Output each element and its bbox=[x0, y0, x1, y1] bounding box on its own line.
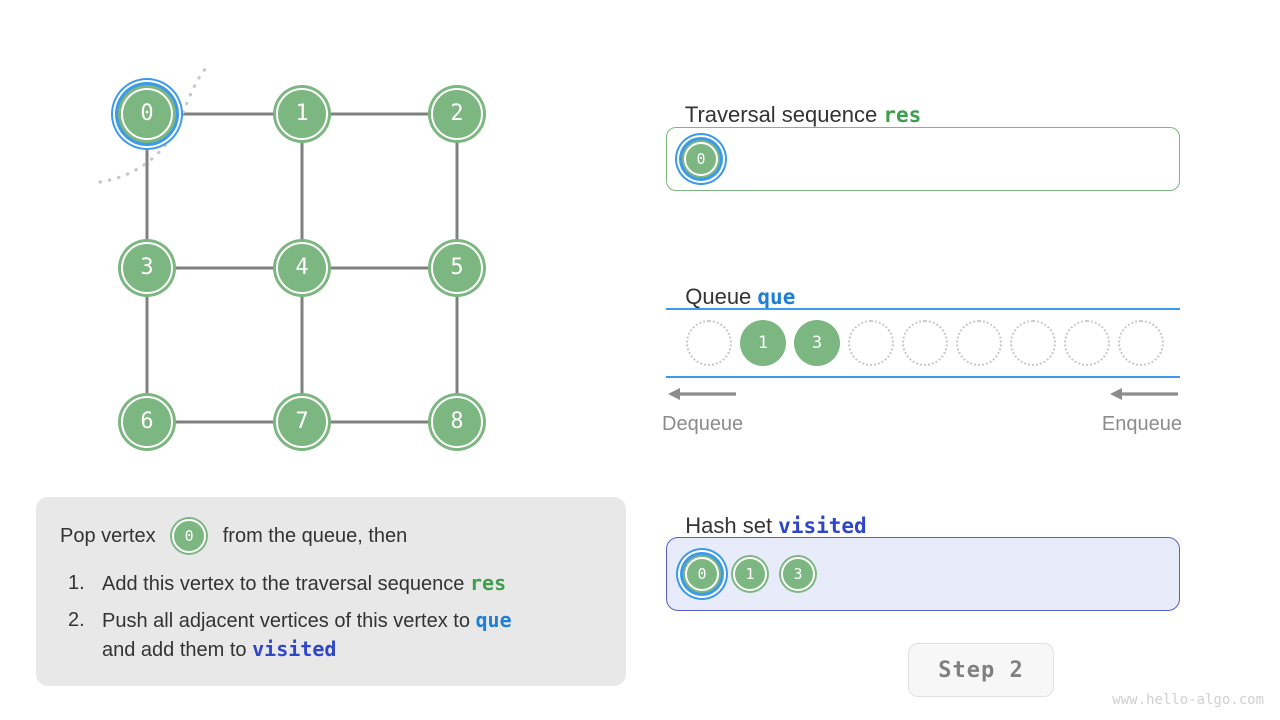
vertex-node-label: 3 bbox=[793, 564, 803, 583]
traversal-sequence-box: 0 bbox=[666, 127, 1180, 191]
queue-slot-empty-5 bbox=[956, 319, 1002, 366]
description-lead-prefix: Pop vertex bbox=[60, 524, 162, 547]
description-inline-node-label: 0 bbox=[184, 526, 194, 545]
vertex-node-4: 4 bbox=[273, 239, 331, 297]
description-inline-node: 0 bbox=[170, 517, 209, 555]
queue-rail-bottom bbox=[666, 375, 1180, 378]
vertex-node-0: 0 bbox=[118, 85, 176, 143]
watermark: www.hello-algo.com bbox=[1112, 692, 1264, 708]
vertex-node-8: 8 bbox=[428, 393, 486, 451]
dequeue-label: Dequeue bbox=[662, 413, 744, 435]
vertex-node-0: 0 bbox=[682, 140, 720, 178]
traversal-title-text: Traversal sequence bbox=[684, 102, 884, 127]
vertex-node-label: 2 bbox=[450, 101, 464, 126]
description-step-list: Add this vertex to the traversal sequenc… bbox=[60, 569, 602, 664]
description-step-1: Add this vertex to the traversal sequenc… bbox=[60, 569, 602, 598]
description-step-1-text: Add this vertex to the traversal sequenc… bbox=[102, 573, 470, 595]
queue-arrows: Dequeue Enqueue bbox=[662, 385, 1182, 443]
vertex-node-label: 4 bbox=[295, 255, 309, 280]
queue-slot-label: 3 bbox=[811, 332, 823, 353]
queue-slot-empty-8 bbox=[1118, 319, 1164, 366]
queue-rail-top bbox=[666, 308, 1180, 310]
enqueue-label: Enqueue bbox=[1101, 413, 1182, 435]
graph-panel: 0 1 2 3 4 5 6 7 8 bbox=[0, 0, 620, 480]
queue-slot-label: 1 bbox=[757, 332, 769, 353]
step-badge: Step 2 bbox=[908, 643, 1054, 697]
queue-slot-empty-6 bbox=[1010, 319, 1056, 366]
traversal-title-code: res bbox=[883, 103, 922, 127]
vertex-node-3: 3 bbox=[118, 239, 176, 297]
queue-slot-empty-4 bbox=[902, 319, 948, 366]
vertex-node-5: 5 bbox=[428, 239, 486, 297]
vertex-node-6: 6 bbox=[118, 393, 176, 451]
vertex-node-label: 1 bbox=[295, 101, 309, 126]
queue-title-code: que bbox=[757, 285, 796, 309]
visited-title: Hash set visited bbox=[673, 487, 867, 539]
vertex-node-label: 3 bbox=[140, 255, 154, 280]
description-lead-suffix: from the queue, then bbox=[217, 524, 408, 547]
vertex-node-label: 8 bbox=[450, 409, 464, 434]
queue-slot-filled-3: 3 bbox=[794, 319, 840, 366]
description-step-2-text: Push all adjacent vertices of this verte… bbox=[102, 610, 476, 632]
description-step-2-code: que bbox=[475, 608, 512, 632]
vertex-node-label: 0 bbox=[696, 149, 706, 168]
vertex-node-label: 0 bbox=[697, 564, 707, 583]
description-panel: Pop vertex 0 from the queue, then Add th… bbox=[36, 497, 626, 686]
vertex-node-7: 7 bbox=[273, 393, 331, 451]
vertex-node-1: 1 bbox=[731, 555, 769, 593]
queue-slot-empty-3 bbox=[848, 319, 894, 366]
visited-title-code: visited bbox=[778, 514, 867, 538]
enqueue-arrow-icon bbox=[1110, 388, 1178, 400]
description-lead: Pop vertex 0 from the queue, then bbox=[60, 517, 602, 555]
vertex-node-label: 0 bbox=[140, 101, 154, 126]
vertex-node-1: 1 bbox=[273, 85, 331, 143]
visited-set-box: 0 1 3 bbox=[666, 537, 1180, 611]
queue-title: Queue que bbox=[673, 258, 795, 310]
pop-cut-curve-icon bbox=[98, 66, 208, 184]
vertex-node-label: 7 bbox=[295, 409, 309, 434]
description-step-1-code: res bbox=[469, 571, 507, 595]
vertex-node-0: 0 bbox=[683, 555, 721, 593]
description-step-2-text-line2: and add them to bbox=[102, 639, 253, 661]
queue-slot-empty-0 bbox=[686, 319, 732, 366]
description-step-2-code-line2: visited bbox=[252, 637, 337, 661]
vertex-node-3: 3 bbox=[779, 555, 817, 593]
vertex-node-label: 5 bbox=[450, 255, 464, 280]
description-step-2: Push all adjacent vertices of this verte… bbox=[60, 606, 602, 664]
traversal-title: Traversal sequence res bbox=[673, 76, 921, 128]
vertex-node-label: 6 bbox=[140, 409, 154, 434]
vertex-node-2: 2 bbox=[428, 85, 486, 143]
visited-title-text: Hash set bbox=[685, 513, 779, 538]
queue-slot-empty-7 bbox=[1064, 319, 1110, 366]
queue-slot-filled-1: 1 bbox=[740, 319, 786, 366]
vertex-node-label: 1 bbox=[745, 564, 755, 583]
dequeue-arrow-icon bbox=[668, 388, 736, 400]
queue-title-text: Queue bbox=[685, 284, 758, 309]
